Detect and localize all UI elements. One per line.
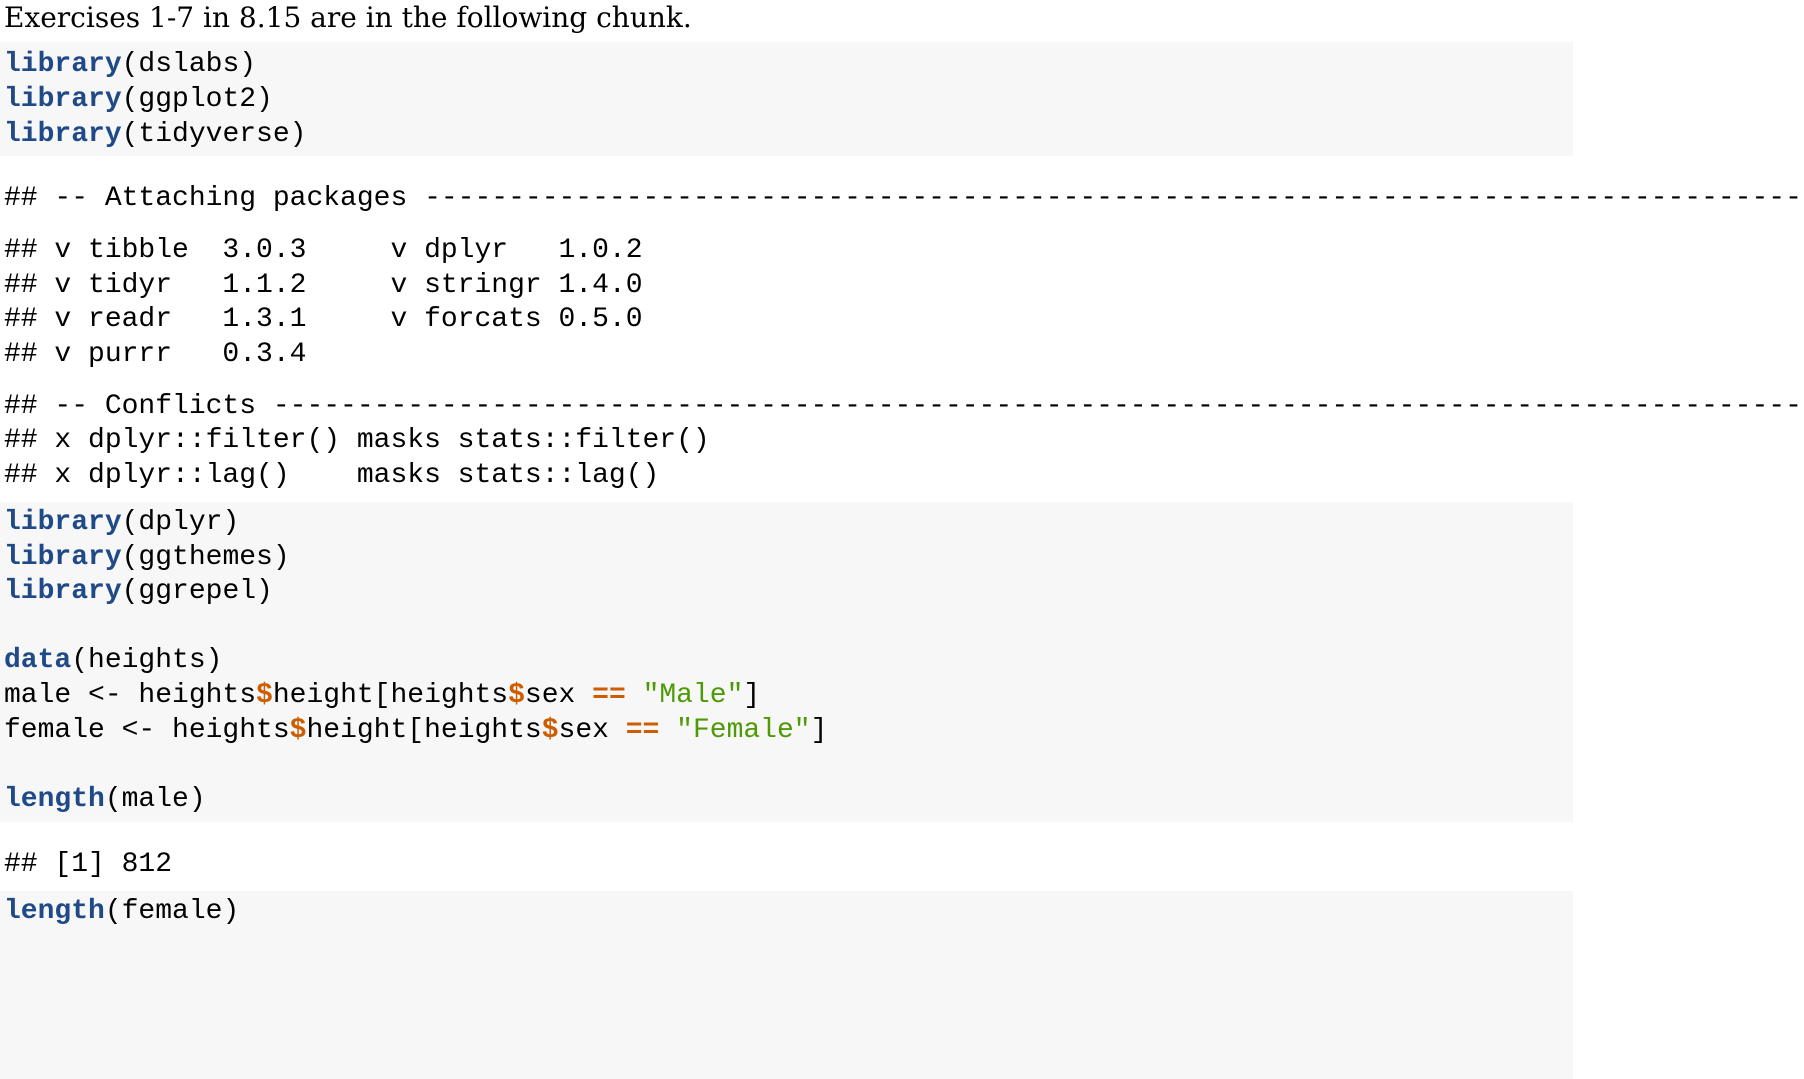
intro-text: Exercises 1-7 in 8.15 are in the followi… bbox=[4, 1, 692, 34]
code-line: library(dslabs) bbox=[4, 49, 257, 80]
code-line: library(ggplot2) bbox=[4, 84, 273, 115]
output-line: ## v purrr 0.3.4 bbox=[4, 339, 307, 370]
output-line: ## x dplyr::lag() masks stats::lag() bbox=[4, 460, 660, 491]
code-chunk-2: library(dplyr) library(ggthemes) library… bbox=[0, 502, 1573, 822]
code-line: male <- heights$height[heights$sex == "M… bbox=[4, 680, 761, 711]
code-line: length(male) bbox=[4, 784, 206, 815]
code-line: library(ggthemes) bbox=[4, 542, 290, 573]
code-line: library(dplyr) bbox=[4, 507, 240, 538]
code-line: female <- heights$height[heights$sex == … bbox=[4, 715, 828, 746]
output-line: ## v tibble 3.0.3 v dplyr 1.0.2 bbox=[4, 235, 643, 266]
output-header: ## -- Attaching packages ---------------… bbox=[4, 183, 1804, 214]
code-chunk-3: length(female) bbox=[0, 891, 1573, 1079]
code-line: data(heights) bbox=[4, 645, 223, 676]
output-line: ## v tidyr 1.1.2 v stringr 1.4.0 bbox=[4, 270, 643, 301]
output-header: ## -- Conflicts ------------------------… bbox=[4, 391, 1804, 422]
output-line: ## v readr 1.3.1 v forcats 0.5.0 bbox=[4, 304, 643, 335]
code-line: length(female) bbox=[4, 896, 240, 927]
code-line: library(tidyverse) bbox=[4, 119, 307, 150]
output-line: ## x dplyr::filter() masks stats::filter… bbox=[4, 425, 710, 456]
output-line: ## [1] 812 bbox=[4, 849, 173, 880]
code-line: library(ggrepel) bbox=[4, 576, 273, 607]
code-chunk-1: library(dslabs) library(ggplot2) library… bbox=[0, 42, 1573, 156]
